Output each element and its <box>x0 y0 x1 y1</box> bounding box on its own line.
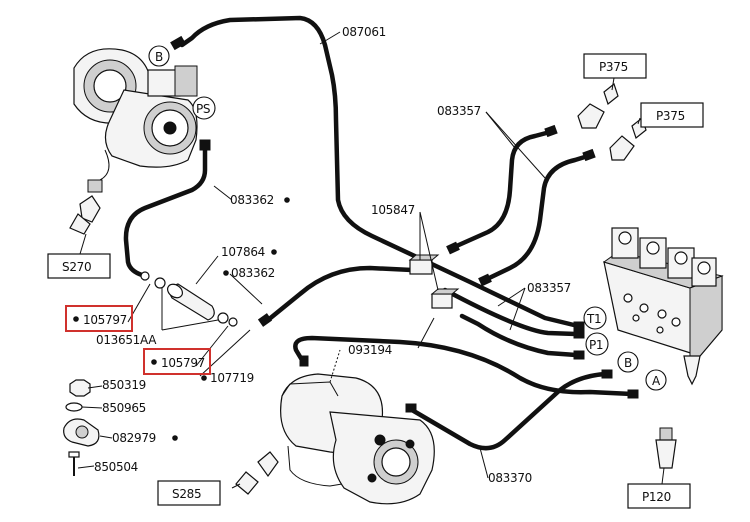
box-p375-b-text: P375 <box>656 109 685 123</box>
label-107719-dot <box>201 375 207 381</box>
fittings <box>140 35 639 413</box>
filter-107864 <box>166 283 215 321</box>
highlight-105797-a <box>65 305 133 332</box>
valve-block <box>602 227 724 469</box>
label-083362-b-dot <box>223 270 229 276</box>
connector-blocks <box>408 254 460 309</box>
label-083357-top: 083357 <box>437 104 481 118</box>
box-p375-a <box>583 53 647 79</box>
label-083370: 083370 <box>488 471 532 485</box>
box-p120 <box>627 483 691 509</box>
label-107864: 107864 <box>221 245 265 259</box>
box-p375-a-text: P375 <box>599 60 628 74</box>
port-b-top-text: B <box>155 50 163 64</box>
label-105797-a-dot <box>73 316 79 322</box>
label-107719: 107719 <box>210 371 254 385</box>
label-082979-dot <box>172 435 178 441</box>
label-087061: 087061 <box>342 25 386 39</box>
box-s285-text: S285 <box>172 487 201 501</box>
label-107864-dot <box>271 249 277 255</box>
hoses <box>123 15 635 451</box>
label-850319: 850319 <box>102 378 146 392</box>
label-105797-b-dot <box>151 359 157 365</box>
label-083362-a: 083362 <box>230 193 274 207</box>
port-t1-text: T1 <box>586 312 601 326</box>
box-s270 <box>47 253 111 279</box>
label-083362-b: 083362 <box>231 266 275 280</box>
label-013651AA: 013651AA <box>96 333 157 347</box>
port-p1-text: P1 <box>589 338 603 352</box>
pump-s285 <box>235 373 435 505</box>
box-p120-text: P120 <box>642 490 671 504</box>
label-850504: 850504 <box>94 460 138 474</box>
port-p1 <box>585 332 609 356</box>
label-850965: 850965 <box>102 401 146 415</box>
hardware <box>63 379 100 476</box>
port-b-right-text: B <box>624 356 632 370</box>
label-105847: 105847 <box>371 203 415 217</box>
label-083357-mid: 083357 <box>527 281 571 295</box>
hose-083357-b <box>482 153 591 283</box>
boxed-labels: P375 P375 S270 S285 P120 <box>47 53 704 509</box>
port-a-right <box>645 369 667 391</box>
port-markers: B PS T1 P1 B A <box>148 45 667 391</box>
pump-s270 <box>69 48 198 235</box>
label-105797-a: 105797 <box>83 313 127 327</box>
port-a-right-text: A <box>652 374 661 388</box>
box-p375-b <box>640 102 704 128</box>
highlights <box>65 305 211 375</box>
hose-087061 <box>179 15 581 329</box>
box-s285 <box>157 480 221 506</box>
label-082979: 082979 <box>112 431 156 445</box>
port-ps <box>192 96 216 120</box>
port-b-right <box>617 351 639 373</box>
part-labels: 087061 083357 083362 105847 107864 08336… <box>73 25 571 485</box>
port-t1 <box>583 306 607 330</box>
hose-083357-a <box>449 129 553 251</box>
box-s270-text: S270 <box>62 260 91 274</box>
hose-083362-upper <box>123 145 208 279</box>
plugs-p375 <box>577 82 647 161</box>
port-b-top <box>148 45 170 67</box>
label-093194: 093194 <box>348 343 392 357</box>
port-ps-text: PS <box>196 102 210 116</box>
highlight-105797-b <box>143 348 211 375</box>
hose-093194 <box>293 335 635 397</box>
hose-083362-lower <box>265 265 415 323</box>
label-105797-b: 105797 <box>161 356 205 370</box>
label-083362-a-dot <box>284 197 290 203</box>
hose-083370 <box>409 371 608 451</box>
hose-083357-d <box>459 313 579 358</box>
